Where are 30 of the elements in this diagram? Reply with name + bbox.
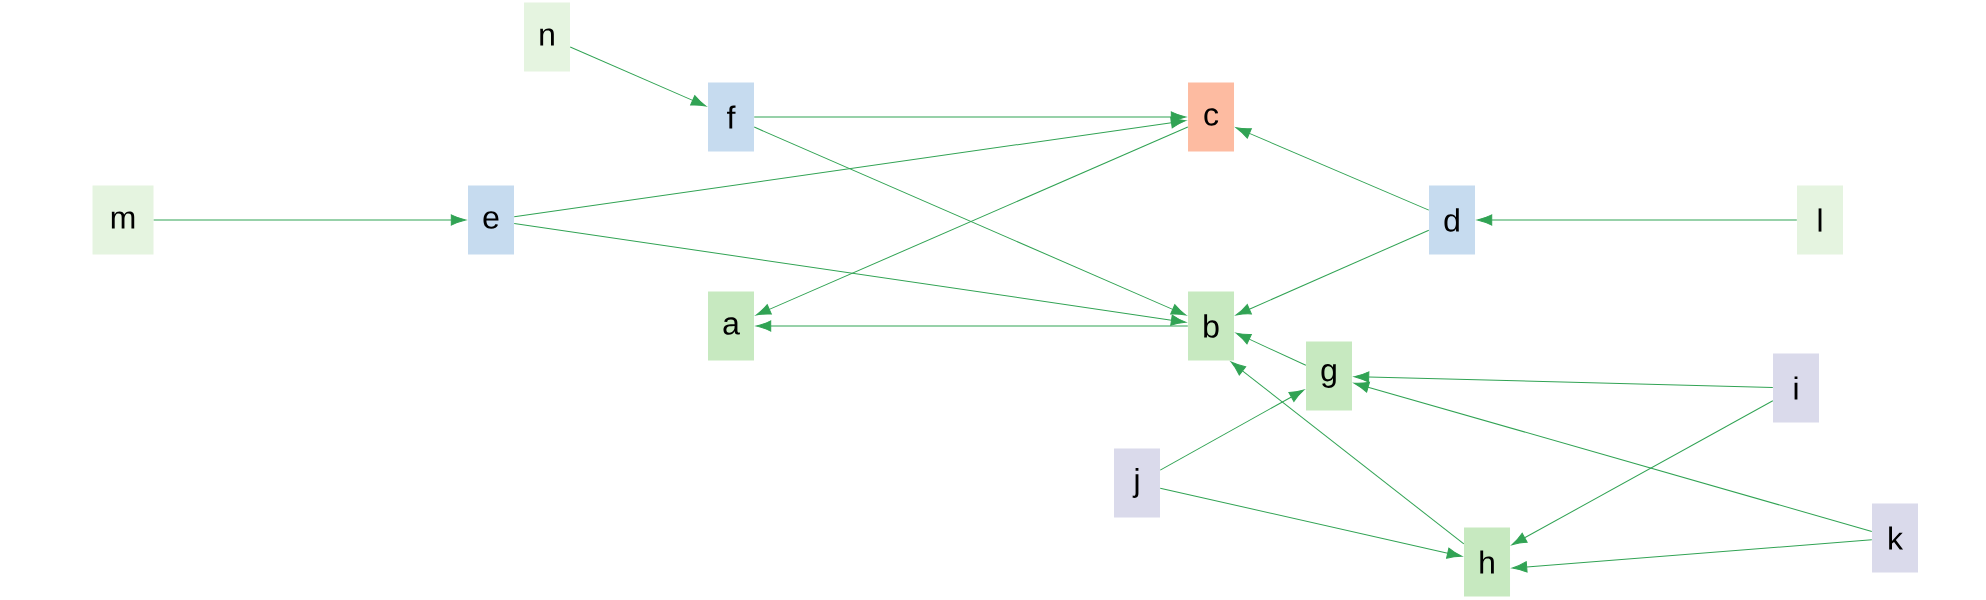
letter-box: e xyxy=(468,185,514,255)
arrow xyxy=(1476,214,1798,226)
arrow xyxy=(1235,332,1307,366)
arrow xyxy=(1230,361,1465,545)
arrow xyxy=(153,214,467,226)
arrow xyxy=(1159,389,1305,471)
letter-box: h xyxy=(1464,527,1510,597)
letter-box: l xyxy=(1797,185,1843,255)
letter-box: d xyxy=(1429,185,1475,255)
arrow xyxy=(513,117,1187,218)
letter-box: k xyxy=(1872,503,1918,573)
letter-box: m xyxy=(92,185,154,255)
letter-box: j xyxy=(1114,448,1160,518)
arrow xyxy=(1511,539,1873,573)
letter-box: c xyxy=(1188,82,1234,152)
letter-box: f xyxy=(708,82,754,152)
letter-box: a xyxy=(708,291,754,361)
letter-box: i xyxy=(1773,353,1819,423)
arrow xyxy=(755,320,1189,332)
letter-box: b xyxy=(1188,291,1234,361)
arrow xyxy=(513,222,1187,326)
arrow xyxy=(1159,487,1463,559)
arrow xyxy=(1353,371,1774,388)
letter-box: g xyxy=(1306,341,1352,411)
arrow xyxy=(1353,381,1873,532)
arrow xyxy=(1235,229,1430,316)
arrow xyxy=(569,46,707,107)
arrow xyxy=(1511,400,1774,546)
arrow xyxy=(1235,127,1430,211)
letter-box: n xyxy=(524,2,570,72)
